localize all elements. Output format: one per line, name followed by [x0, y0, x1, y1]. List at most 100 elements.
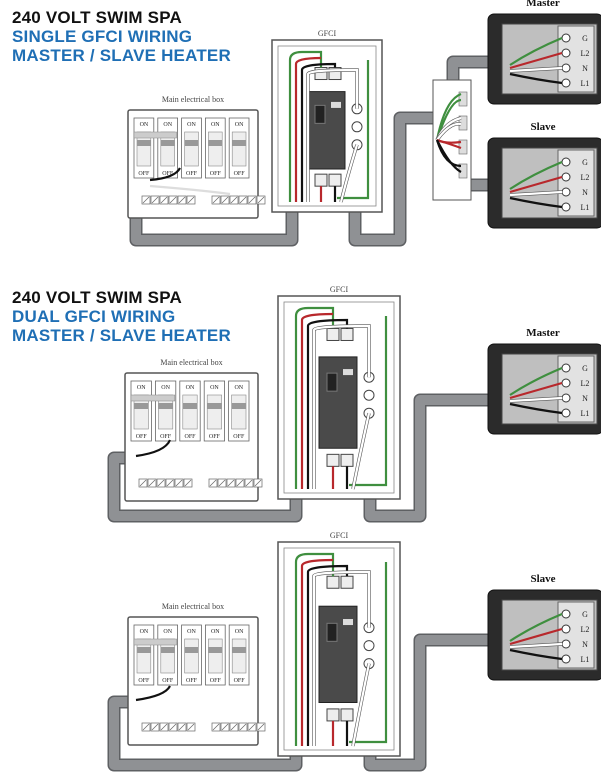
terminal-label-l1: L1 [581, 409, 590, 418]
feed-wire-white [149, 184, 231, 196]
gfci-bottom-terminal [340, 708, 354, 722]
feed-wire-black-2 [135, 439, 172, 458]
terminal-screw [561, 33, 571, 43]
conduit-junction-to-master-fill [448, 57, 492, 82]
breaker-toggle [184, 131, 199, 167]
breaker-on-label: ON [187, 122, 196, 128]
wire-green [294, 306, 335, 489]
neutral-terminal [363, 389, 375, 401]
breaker-on-label: ON [187, 629, 196, 635]
breaker-toggle-band [184, 647, 199, 653]
terminal-screw [561, 393, 571, 403]
breaker-toggle-band [207, 403, 222, 409]
screw-slot [230, 196, 238, 204]
title-line: 240 VOLT SWIM SPA [12, 8, 182, 27]
terminal-screw [561, 378, 571, 388]
title-line: MASTER / SLAVE HEATER [12, 326, 231, 345]
screw-slot [160, 196, 168, 204]
terminal-label-l1: L1 [581, 203, 590, 212]
breaker-on-label: ON [163, 629, 172, 635]
gfci-test-button [331, 101, 341, 108]
section-title-dual-gfci: 240 VOLT SWIM SPA DUAL GFCI WIRING MASTE… [12, 288, 231, 345]
breaker-on-label: ON [211, 122, 220, 128]
breaker-off-label: OFF [234, 678, 246, 684]
circuit-breaker: ON OFF [181, 624, 202, 686]
terminal-screw [561, 654, 571, 664]
screw-slot [175, 479, 183, 487]
master-heater-label: Master [526, 0, 560, 9]
wire-black [300, 62, 337, 202]
heater-wire-black [509, 72, 563, 85]
breaker-toggle-band [208, 140, 223, 146]
conduit-gfci-to-slave-fill [365, 635, 492, 770]
breaker-toggle-band [232, 647, 246, 653]
breaker-on-label: ON [161, 385, 170, 391]
screw-slot [257, 723, 265, 731]
screw-slot [254, 479, 262, 487]
neutral-terminal [363, 640, 375, 652]
screw-slot [157, 479, 165, 487]
breaker-toggle [182, 394, 198, 430]
screw-slot [221, 196, 229, 204]
screw-slot [187, 196, 195, 204]
breaker-on-label: ON [137, 385, 146, 391]
screw-slot [218, 479, 226, 487]
screw-slot [142, 196, 150, 204]
conduit-main-to-gfci-2-fill [109, 453, 301, 521]
wire-white [306, 68, 359, 202]
terminal-label-l2: L2 [581, 379, 590, 388]
screw-slot [212, 723, 220, 731]
terminal-label-g: G [582, 158, 588, 167]
terminal-screw [561, 639, 571, 649]
terminal-label-n: N [582, 188, 588, 197]
breaker-toggle-band [182, 403, 198, 409]
heater-wire-red [509, 381, 563, 400]
master-heater-dual-label: Master [526, 327, 560, 339]
wire-white-out [351, 412, 371, 490]
breaker-off-label: OFF [136, 434, 148, 440]
breaker-toggle [206, 394, 222, 430]
conduit-gfci-to-junction-fill [350, 113, 436, 245]
neutral-terminal [351, 121, 363, 133]
heater-wire-green [509, 612, 563, 642]
screw-slot [148, 479, 156, 487]
terminal-screw [561, 187, 571, 197]
heater-wire-red [509, 175, 563, 194]
terminal-label-n: N [582, 64, 588, 73]
main-electrical-box: Main electrical boxONOFFONOFFONOFFONOFFO… [127, 602, 266, 746]
gfci-test-button [343, 369, 353, 376]
breaker-on-label: ON [210, 385, 219, 391]
terminal-label-n: N [582, 394, 588, 403]
screw-slot [248, 723, 256, 731]
title-line: SINGLE GFCI WIRING [12, 27, 193, 46]
heater-wire-black [509, 402, 563, 415]
gfci-bottom-terminal [326, 453, 340, 467]
breaker-off-label: OFF [234, 171, 246, 177]
title-line: DUAL GFCI WIRING [12, 307, 176, 326]
heater-wire-white [509, 66, 563, 73]
breaker-off-label: OFF [210, 171, 222, 177]
screw-slot [245, 479, 253, 487]
gfci-bottom-terminal [340, 453, 354, 467]
breaker-off-label: OFF [186, 678, 198, 684]
screw-slot [212, 196, 220, 204]
screw-slot [239, 196, 247, 204]
heater-wire-black [509, 648, 563, 661]
screw-slot [236, 479, 244, 487]
heater-wire-white [509, 642, 563, 649]
breaker-on-label: ON [140, 629, 149, 635]
screw-slot [221, 723, 229, 731]
screw-slot [239, 723, 247, 731]
breaker-toggle-band [160, 140, 175, 146]
terminal-label-l1: L1 [581, 655, 590, 664]
title-line: MASTER / SLAVE HEATER [12, 46, 231, 65]
breaker-off-label: OFF [233, 434, 245, 440]
breaker-on-label: ON [163, 122, 172, 128]
breaker-toggle-band [137, 647, 151, 653]
